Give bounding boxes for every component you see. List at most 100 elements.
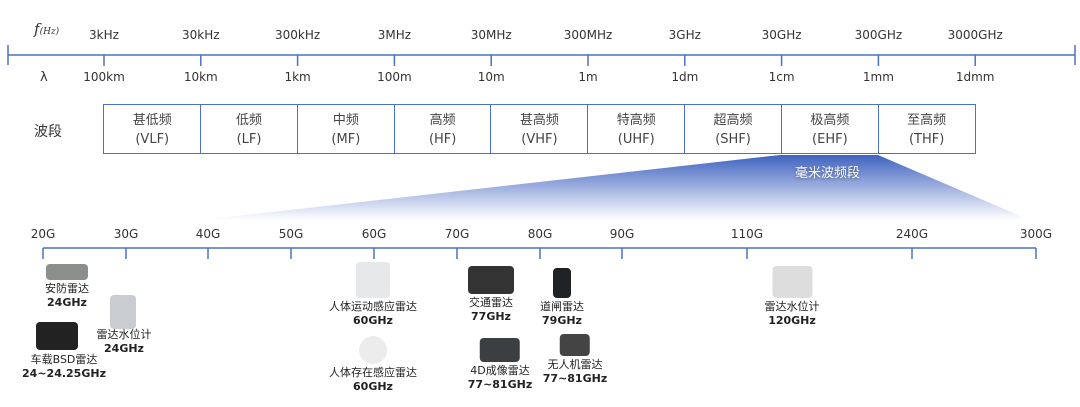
band-name: 甚低频 — [132, 113, 172, 128]
product-frequency: 24GHz — [104, 342, 144, 355]
band-abbr: (SHF) — [715, 132, 751, 147]
band-cell: 甚低频 (VLF) — [103, 104, 202, 154]
mmwave-tick-label: 240G — [895, 227, 929, 241]
band-cell: 中频 (MF) — [296, 104, 395, 154]
motion-sensor-radar-image — [356, 262, 390, 298]
4d-imaging-radar-image — [479, 338, 520, 362]
mmwave-tick-label: 90G — [609, 227, 635, 241]
wavelength-tick-label: 10m — [477, 70, 505, 84]
frequency-axis — [7, 45, 1076, 66]
mmwave-tick-label: 40G — [195, 227, 221, 241]
product-name: 雷达水位计 — [764, 300, 820, 313]
product-frequency: 120GHz — [768, 314, 816, 327]
product-name: 车载BSD雷达 — [30, 353, 98, 366]
band-cell: 低频 (LF) — [200, 104, 299, 154]
band-abbr: (VLF) — [135, 132, 170, 147]
wavelength-tick-label: 100km — [83, 70, 125, 84]
frequency-tick-label: 300GHz — [854, 28, 903, 42]
band-name: 甚高频 — [519, 113, 559, 128]
frequency-tick-label: 3kHz — [89, 28, 119, 42]
frequency-tick-label: 30MHz — [470, 28, 512, 42]
product-frequency: 60GHz — [353, 380, 393, 393]
f-symbol: f — [34, 20, 40, 38]
wavelength-axis-label: λ — [40, 70, 48, 85]
frequency-tick-label: 3MHz — [377, 28, 412, 42]
water-level-radar-image — [110, 295, 136, 329]
mmwave-tick-label: 80G — [527, 227, 553, 241]
security-radar-image — [46, 264, 88, 280]
product-frequency: 60GHz — [353, 314, 393, 327]
band-abbr: (VHF) — [521, 132, 558, 147]
band-cell: 甚高频 (VHF) — [490, 104, 589, 154]
product-frequency: 77GHz — [471, 310, 511, 323]
wavelength-tick-label: 1m — [578, 70, 598, 84]
product-name: 人体存在感应雷达 — [329, 366, 417, 379]
band-cell: 高频 (HF) — [393, 104, 492, 154]
mmwave-tick-label: 30G — [113, 227, 139, 241]
wavelength-tick-label: 10km — [183, 70, 218, 84]
mmwave-band-label: 毫米波频段 — [795, 166, 861, 181]
mmwave-tick-label: 20G — [30, 227, 56, 241]
frequency-tick-label: 300kHz — [275, 28, 321, 42]
f-unit: (Hz) — [39, 27, 60, 37]
frequency-tick-label: 3000GHz — [947, 28, 1003, 42]
band-name: 中频 — [332, 113, 359, 128]
band-name: 特高频 — [616, 113, 656, 128]
band-abbr: (LF) — [236, 132, 262, 147]
band-abbr: (EHF) — [812, 132, 848, 147]
frequency-tick-label: 300MHz — [563, 28, 613, 42]
band-abbr: (HF) — [428, 132, 457, 147]
product-name: 4D成像雷达 — [470, 364, 530, 377]
band-name: 极高频 — [810, 113, 850, 128]
product-name: 无人机雷达 — [547, 358, 603, 371]
frequency-tick-label: 30GHz — [761, 28, 802, 42]
band-name: 低频 — [236, 113, 263, 128]
water-level-radar-120-image — [772, 266, 812, 298]
product-name: 人体运动感应雷达 — [329, 300, 417, 313]
band-cell: 特高频 (UHF) — [587, 104, 686, 154]
mmwave-tick-label: 110G — [730, 227, 764, 241]
band-cell: 极高频 (EHF) — [780, 104, 879, 154]
product-frequency: 79GHz — [542, 314, 582, 327]
wavelength-tick-label: 1km — [284, 70, 311, 84]
product-name: 交通雷达 — [469, 296, 513, 309]
band-row-label: 波段 — [34, 124, 62, 140]
product-frequency: 77~81GHz — [542, 372, 608, 385]
gate-radar-image — [553, 268, 571, 298]
product-name: 安防雷达 — [45, 282, 89, 295]
band-abbr: (UHF) — [617, 132, 655, 147]
presence-sensor-radar-image — [359, 336, 387, 364]
mmwave-tick-label: 70G — [444, 227, 470, 241]
wavelength-tick-label: 1cm — [768, 70, 795, 84]
wavelength-tick-label: 1mm — [862, 70, 894, 84]
band-abbr: (MF) — [331, 132, 361, 147]
mmwave-zoom-gradient — [200, 155, 1030, 220]
band-cell: 至高频 (THF) — [877, 104, 976, 154]
frequency-axis-label: f(Hz) — [34, 20, 59, 38]
mmwave-axis — [42, 247, 1037, 259]
mmwave-tick-label: 300G — [1019, 227, 1053, 241]
bsd-radar-image — [36, 322, 78, 350]
wavelength-tick-label: 100m — [377, 70, 412, 84]
traffic-radar-image — [468, 266, 514, 294]
band-name: 高频 — [429, 113, 456, 128]
band-name: 超高频 — [713, 113, 753, 128]
product-frequency: 24GHz — [47, 296, 87, 309]
band-name: 至高频 — [907, 113, 947, 128]
wavelength-tick-label: 1dmm — [955, 70, 995, 84]
band-cell: 超高频 (SHF) — [684, 104, 783, 154]
band-abbr: (THF) — [908, 132, 945, 147]
wavelength-tick-label: 1dm — [671, 70, 699, 84]
product-name: 雷达水位计 — [96, 328, 152, 341]
